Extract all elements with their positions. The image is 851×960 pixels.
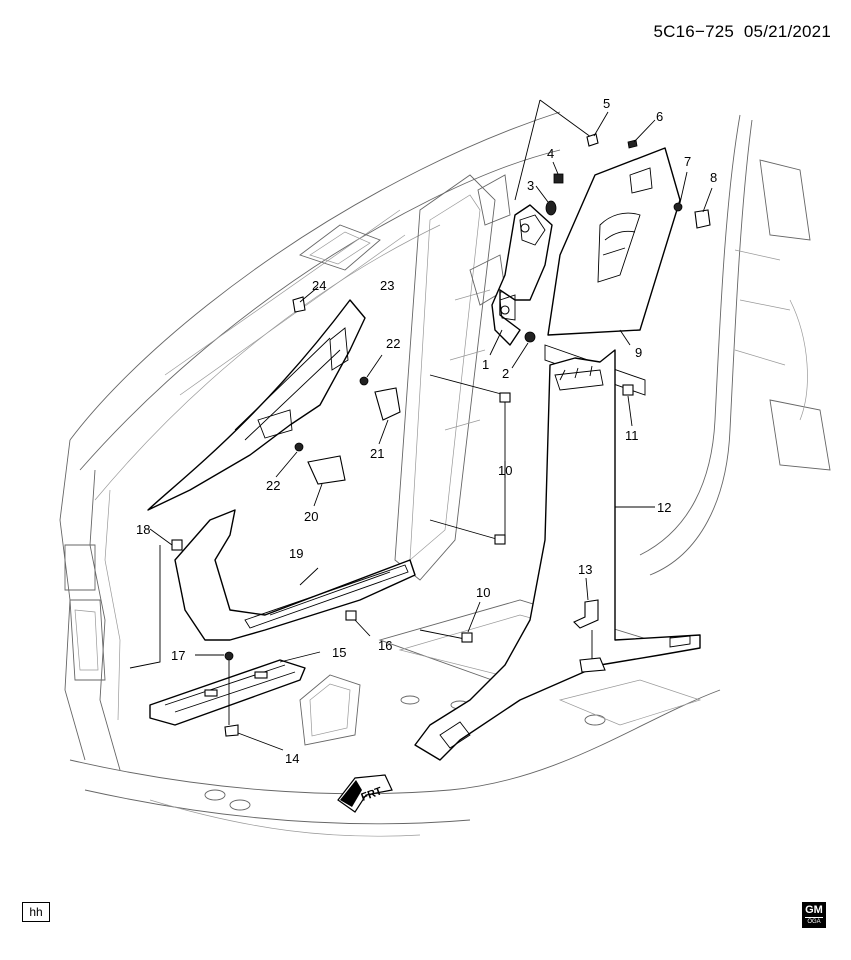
callout-17: 17 — [171, 648, 185, 663]
callout-24: 24 — [312, 278, 326, 293]
part-12-lower-pillar-trim — [414, 349, 701, 761]
callout-15: 15 — [332, 645, 346, 660]
alignment-lines — [419, 99, 646, 641]
doc-code: 5C16−725 — [653, 22, 735, 41]
part-18-clip — [171, 539, 183, 551]
callout-10-upper: 10 — [498, 463, 512, 478]
part-8-cap — [694, 209, 711, 229]
callout-7: 7 — [684, 154, 691, 169]
callout-9: 9 — [635, 345, 642, 360]
part-5-clip — [586, 133, 599, 147]
gm-logo-text: GM — [805, 904, 823, 916]
part-4-clip — [553, 173, 564, 184]
part-2-bolt — [524, 331, 536, 343]
part-20-cover — [307, 455, 346, 485]
part-19-sill-trim — [174, 509, 416, 641]
part-23-upper-trim — [147, 299, 366, 511]
callout-19: 19 — [289, 546, 303, 561]
part-1-belt-guide — [491, 204, 553, 346]
doc-date: 05/21/2021 — [743, 22, 831, 41]
hh-label: hh — [29, 905, 43, 919]
gm-logo-sub: OGA — [805, 917, 823, 926]
part-22-screw-lower — [294, 442, 304, 452]
callout-3: 3 — [527, 178, 534, 193]
part-14-clip — [224, 724, 239, 737]
part-11-clip — [622, 384, 634, 396]
callout-12: 12 — [657, 500, 671, 515]
gm-logo: GM OGA — [802, 902, 826, 928]
callout-2: 2 — [502, 366, 509, 381]
callout-1: 1 — [482, 357, 489, 372]
callout-18: 18 — [136, 522, 150, 537]
callout-22-upper: 22 — [386, 336, 400, 351]
callout-11: 11 — [625, 428, 639, 443]
callout-20: 20 — [304, 509, 318, 524]
part-17-bolt — [224, 651, 234, 725]
callout-leaders — [129, 111, 713, 751]
part-13-bracket — [573, 599, 606, 673]
diagram-header: 5C16−725 05/21/2021 — [654, 22, 832, 42]
callout-10-lower: 10 — [476, 585, 490, 600]
part-9-upper-pillar-trim — [547, 147, 681, 336]
part-16-clip — [345, 610, 357, 621]
part-10-clip-lower — [461, 534, 506, 643]
hh-label-box: hh — [22, 902, 50, 922]
callout-14: 14 — [285, 751, 299, 766]
callout-numbers: 1 2 3 4 5 6 7 8 9 10 10 11 12 13 14 15 1… — [136, 96, 717, 766]
callout-4: 4 — [547, 146, 554, 161]
callout-16: 16 — [378, 638, 392, 653]
part-6-clip — [627, 139, 638, 149]
part-22-screw-upper — [359, 376, 369, 386]
callout-23: 23 — [380, 278, 394, 293]
vehicle-body-outline — [59, 111, 831, 837]
callout-8: 8 — [710, 170, 717, 185]
callout-22-lower: 22 — [266, 478, 280, 493]
callout-5: 5 — [603, 96, 610, 111]
part-7-screw — [673, 202, 683, 212]
callout-13: 13 — [578, 562, 592, 577]
callout-21: 21 — [370, 446, 384, 461]
part-15-retainer — [149, 659, 306, 726]
part-21-cover — [374, 387, 401, 421]
part-3-grommet — [545, 200, 557, 216]
callout-6: 6 — [656, 109, 663, 124]
